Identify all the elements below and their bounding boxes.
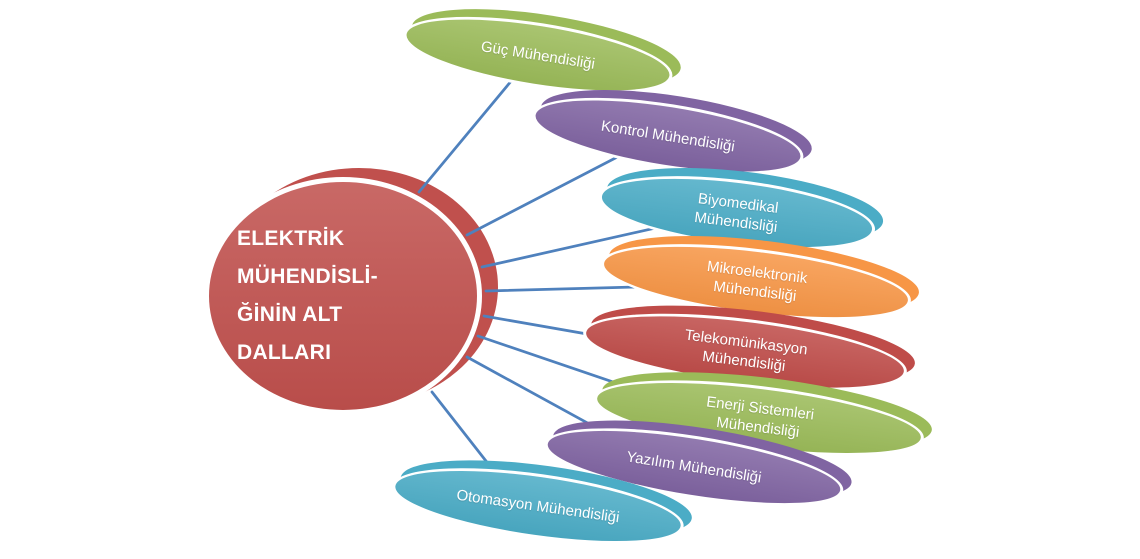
branch-node-guc-label: Güç Mühendisliği [479, 37, 597, 73]
center-node: ELEKTRİK MÜHENDİSLİ- ĞİNİN ALT DALLARI [204, 168, 498, 415]
branch-node-telekomunikasyon-label: Telekomünikasyon Mühendisliği [683, 326, 809, 375]
branch-node-mikroelektronik-label: Mikroelektronik Mühendisliği [706, 257, 809, 305]
center-node-ellipse: ELEKTRİK MÜHENDİSLİ- ĞİNİN ALT DALLARI [204, 177, 482, 415]
branch-node-otomasyon-label: Otomasyon Mühendisliği [455, 486, 621, 526]
center-node-label: ELEKTRİK MÜHENDİSLİ- ĞİNİN ALT DALLARI [237, 227, 378, 364]
branch-node-kontrol-label: Kontrol Mühendisliği [599, 117, 737, 155]
branch-node-biyomedikal-label: Biyomedikal Mühendisliği [693, 190, 780, 236]
branch-node-yazilim-label: Yazılım Mühendisliği [625, 447, 763, 487]
